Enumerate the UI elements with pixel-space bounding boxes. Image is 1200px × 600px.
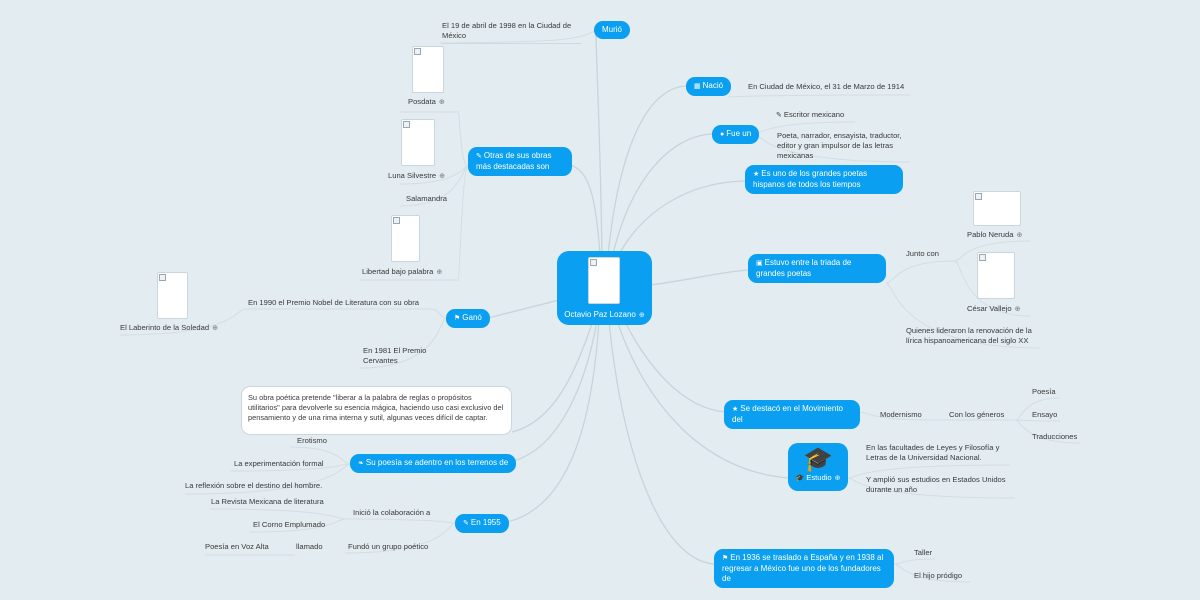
obra-libertad[interactable]: Libertad bajo palabra⊕ [362,267,443,276]
libertad-image [391,215,420,262]
link-icon: ⊕ [1016,232,1023,239]
topic-obras[interactable]: ✎Otras de sus obras más destacadas son [468,147,572,176]
topic-estudio[interactable]: 🎓 🎓Estudio⊕ [788,443,848,491]
central-topic[interactable]: Octavio Paz Lozano⊕ [557,251,652,325]
topic-triada[interactable]: ▣Estuvo entre la triada de grandes poeta… [748,254,886,283]
vallejo-image [977,252,1015,299]
gano-nobel-book[interactable]: El Laberinto de la Soledad⊕ [120,323,218,332]
obra-luna-silvestre[interactable]: Luna Silvestre⊕ [388,171,445,180]
modernismo: Modernismo [880,410,922,419]
genero-ensayo: Ensayo [1032,410,1058,419]
posdata-image [412,46,444,93]
link-icon: ⊕ [439,173,445,180]
book-icon: ❧ [358,460,364,467]
genero-poesia: Poesía [1032,387,1056,396]
flag-icon: ⚑ [722,555,729,562]
el-hijo-prodigo: El hijo pródigo [914,571,963,580]
fue-escritor: ✎Escritor mexicano [776,110,845,119]
con-los-generos: Con los géneros [949,410,1005,419]
topic-gano[interactable]: ⚑Ganó [446,309,490,328]
link-icon: ⊕ [834,475,841,482]
link-icon[interactable]: ⊕ [638,312,645,319]
gano-nobel: En 1990 el Premio Nobel de Literatura co… [248,298,419,307]
star-icon: ★ [732,406,739,413]
topic-grandes-poetas[interactable]: ★Es uno de los grandes poetas hispanos d… [745,165,903,194]
calendar-icon: ▦ [694,83,701,90]
neruda-image [973,191,1021,226]
fundo-grupo: Fundó un grupo poético [348,542,429,551]
link-icon: ⊕ [212,325,218,332]
obra-salamandra: Salamandra [406,194,447,203]
topic-nacio[interactable]: ▦Nació [686,77,732,96]
genero-traducciones: Traducciones [1032,432,1078,441]
poesia-voz-alta: Poesía en Voz Alta [205,542,269,551]
poetry-note: Su obra poética pretende "liberar a la p… [241,386,512,435]
estudio-facultades: En las facultades de Leyes y Filosofía y… [866,443,1000,462]
lideraron-renovacion: Quienes lideraron la renovación de la lí… [906,326,1032,345]
laberinto-image [157,272,188,319]
llamado: llamado [296,542,323,551]
portrait-image [588,257,620,304]
poesia-experimentacion: La experimentación formal [234,459,324,468]
inicio-colaboracion: Inició la colaboración a [353,508,431,517]
topic-murio[interactable]: Murió [594,21,631,39]
topic-movimiento[interactable]: ★Se destacó en el Movimiento del [724,400,860,429]
pencil-icon: ✎ [476,153,482,160]
topic-fue-un[interactable]: ●Fue un [712,125,760,144]
topic-en-1955[interactable]: ✎En 1955 [455,514,509,533]
estudio-estados-unidos: Y amplió sus estudios en Estados Unidos … [866,475,1006,494]
murio-date: El 19 de abril de 1998 en la Ciudad de M… [442,21,582,44]
luna-silvestre-image [401,119,435,166]
nacio-text: En Ciudad de México, el 31 de Marzo de 1… [748,82,905,91]
group-icon: ▣ [756,260,763,267]
cesar-vallejo[interactable]: César Vallejo⊕ [967,304,1021,313]
trophy-icon: ⚑ [454,315,461,322]
junto-con: Junto con [906,249,939,258]
link-icon: ⊕ [1014,306,1021,313]
graduation-cap-icon: 🎓 [803,446,833,473]
gano-cervantes: En 1981 El Premio Cervantes [363,346,427,365]
pablo-neruda[interactable]: Pablo Neruda⊕ [967,230,1023,239]
topic-espana[interactable]: ⚑En 1936 se traslado a España y en 1938 … [714,549,894,588]
revista-mexicana: La Revista Mexicana de literatura [211,497,324,506]
pin-icon: ● [720,131,725,138]
topic-poesia[interactable]: ❧Su poesía se adentro en los terrenos de [350,454,517,473]
link-icon: ⊕ [436,269,443,276]
corno-emplumado: El Corno Emplumado [253,520,326,529]
star-icon: ★ [753,171,760,178]
pencil-icon: ✎ [776,112,782,119]
central-topic-title: Octavio Paz Lozano [564,310,636,319]
broken-image-icon [590,259,597,266]
fue-poeta: Poeta, narrador, ensayista, traductor, e… [777,131,902,160]
obra-posdata[interactable]: Posdata⊕ [408,97,445,106]
poesia-reflexion: La reflexión sobre el destino del hombre… [185,481,323,490]
link-icon: ⊕ [438,99,445,106]
pencil-icon: ✎ [463,520,469,527]
taller: Taller [914,548,933,557]
poesia-erotismo: Erotismo [297,436,327,445]
